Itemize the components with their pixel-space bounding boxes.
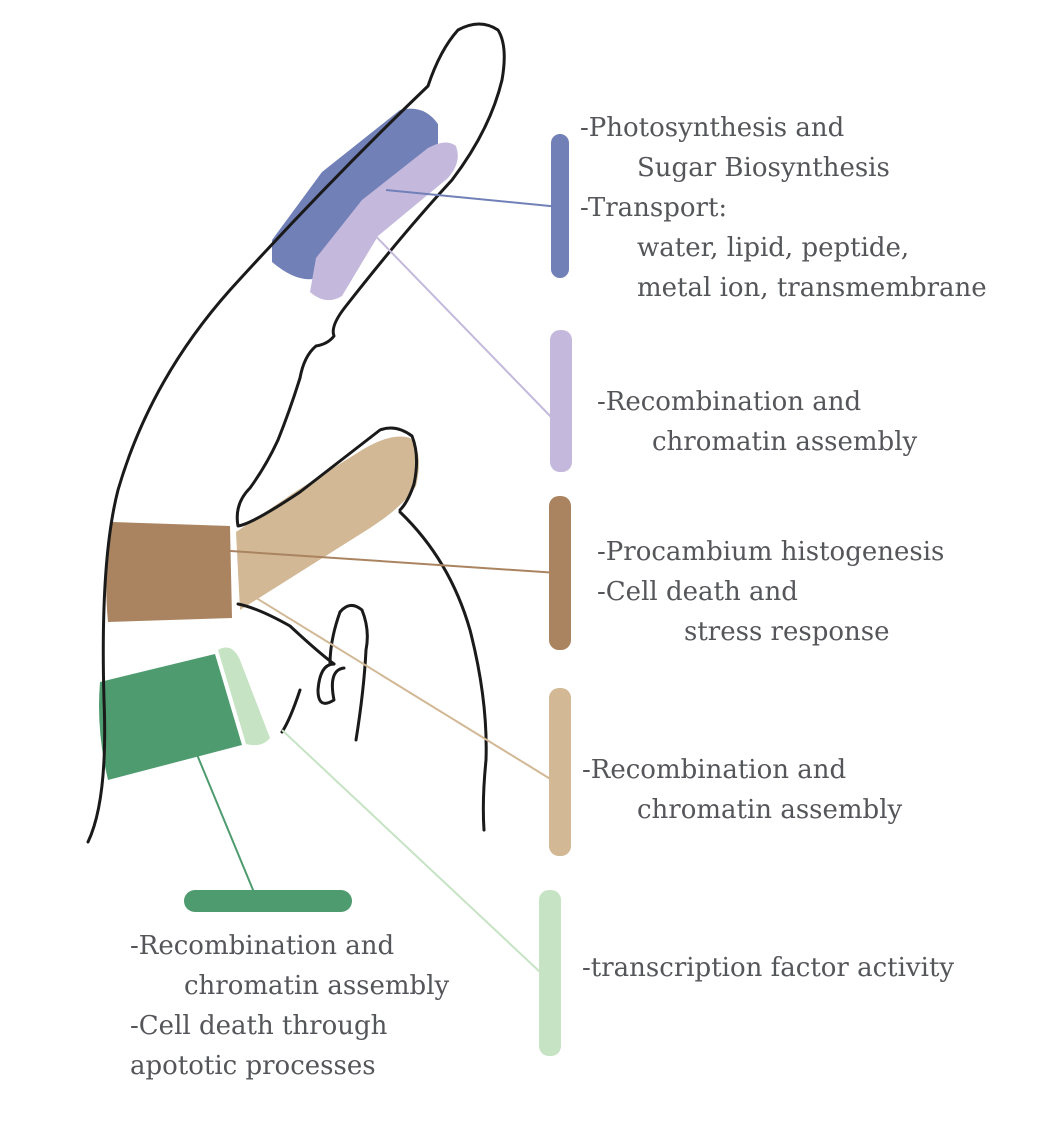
tan-label-line-1: -Recombination and [582, 755, 847, 785]
lavender-connector [361, 221, 555, 421]
dark-green-connector [185, 727, 259, 903]
dark-green-region [99, 654, 242, 780]
lavender-label: -Recombination and chromatin assembly [597, 382, 917, 462]
lavender-legend-bar [550, 330, 572, 472]
blue-label-line-5: metal ion, transmembrane [637, 273, 987, 303]
tan-label-line-2: chromatin assembly [637, 795, 903, 825]
dark-green-label: -Recombination and chromatin assembly -C… [130, 926, 449, 1086]
light-green-label: -transcription factor activity [582, 948, 954, 988]
light-green-label-line-1: -transcription factor activity [582, 953, 955, 983]
tan-connector [239, 587, 553, 781]
tan-region [236, 436, 419, 610]
dark-brown-connector [185, 547, 559, 574]
light-green-region [218, 647, 270, 746]
dark-brown-region [106, 522, 232, 622]
tan-label: -Recombination and chromatin assembly [582, 750, 902, 830]
dark-green-label-line-1: -Recombination and [130, 931, 395, 961]
blue-legend-bar [551, 134, 569, 278]
dark-green-legend-bar [184, 890, 352, 912]
light-green-legend-bar [539, 890, 561, 1056]
lavender-label-line-1: -Recombination and [597, 387, 862, 417]
lavender-region [310, 142, 458, 301]
dark-brown-label-line-2: -Cell death and [597, 577, 798, 607]
dark-green-label-line-3: -Cell death through [130, 1011, 388, 1041]
light-green-connector [281, 729, 541, 973]
blue-label-line-4: water, lipid, peptide, [637, 233, 910, 263]
blue-label-line-2: Sugar Biosynthesis [637, 153, 890, 183]
lavender-label-line-2: chromatin assembly [652, 427, 918, 457]
dark-green-label-line-4: apototic processes [130, 1051, 376, 1081]
plant-outline [86, 22, 506, 844]
blue-label: -Photosynthesis and Sugar Biosynthesis -… [580, 108, 987, 308]
dark-brown-label: -Procambium histogenesis -Cell death and… [597, 532, 944, 652]
blue-label-line-3: -Transport: [580, 193, 728, 223]
dark-brown-label-line-3: stress response [684, 617, 890, 647]
blue-region [272, 108, 438, 280]
dark-green-label-line-2: chromatin assembly [184, 971, 450, 1001]
blue-label-line-1: -Photosynthesis and [580, 113, 845, 143]
blue-connector [385, 189, 561, 208]
dark-brown-label-line-1: -Procambium histogenesis [597, 537, 945, 567]
tan-legend-bar [549, 688, 571, 856]
dark-brown-legend-bar [549, 496, 571, 650]
